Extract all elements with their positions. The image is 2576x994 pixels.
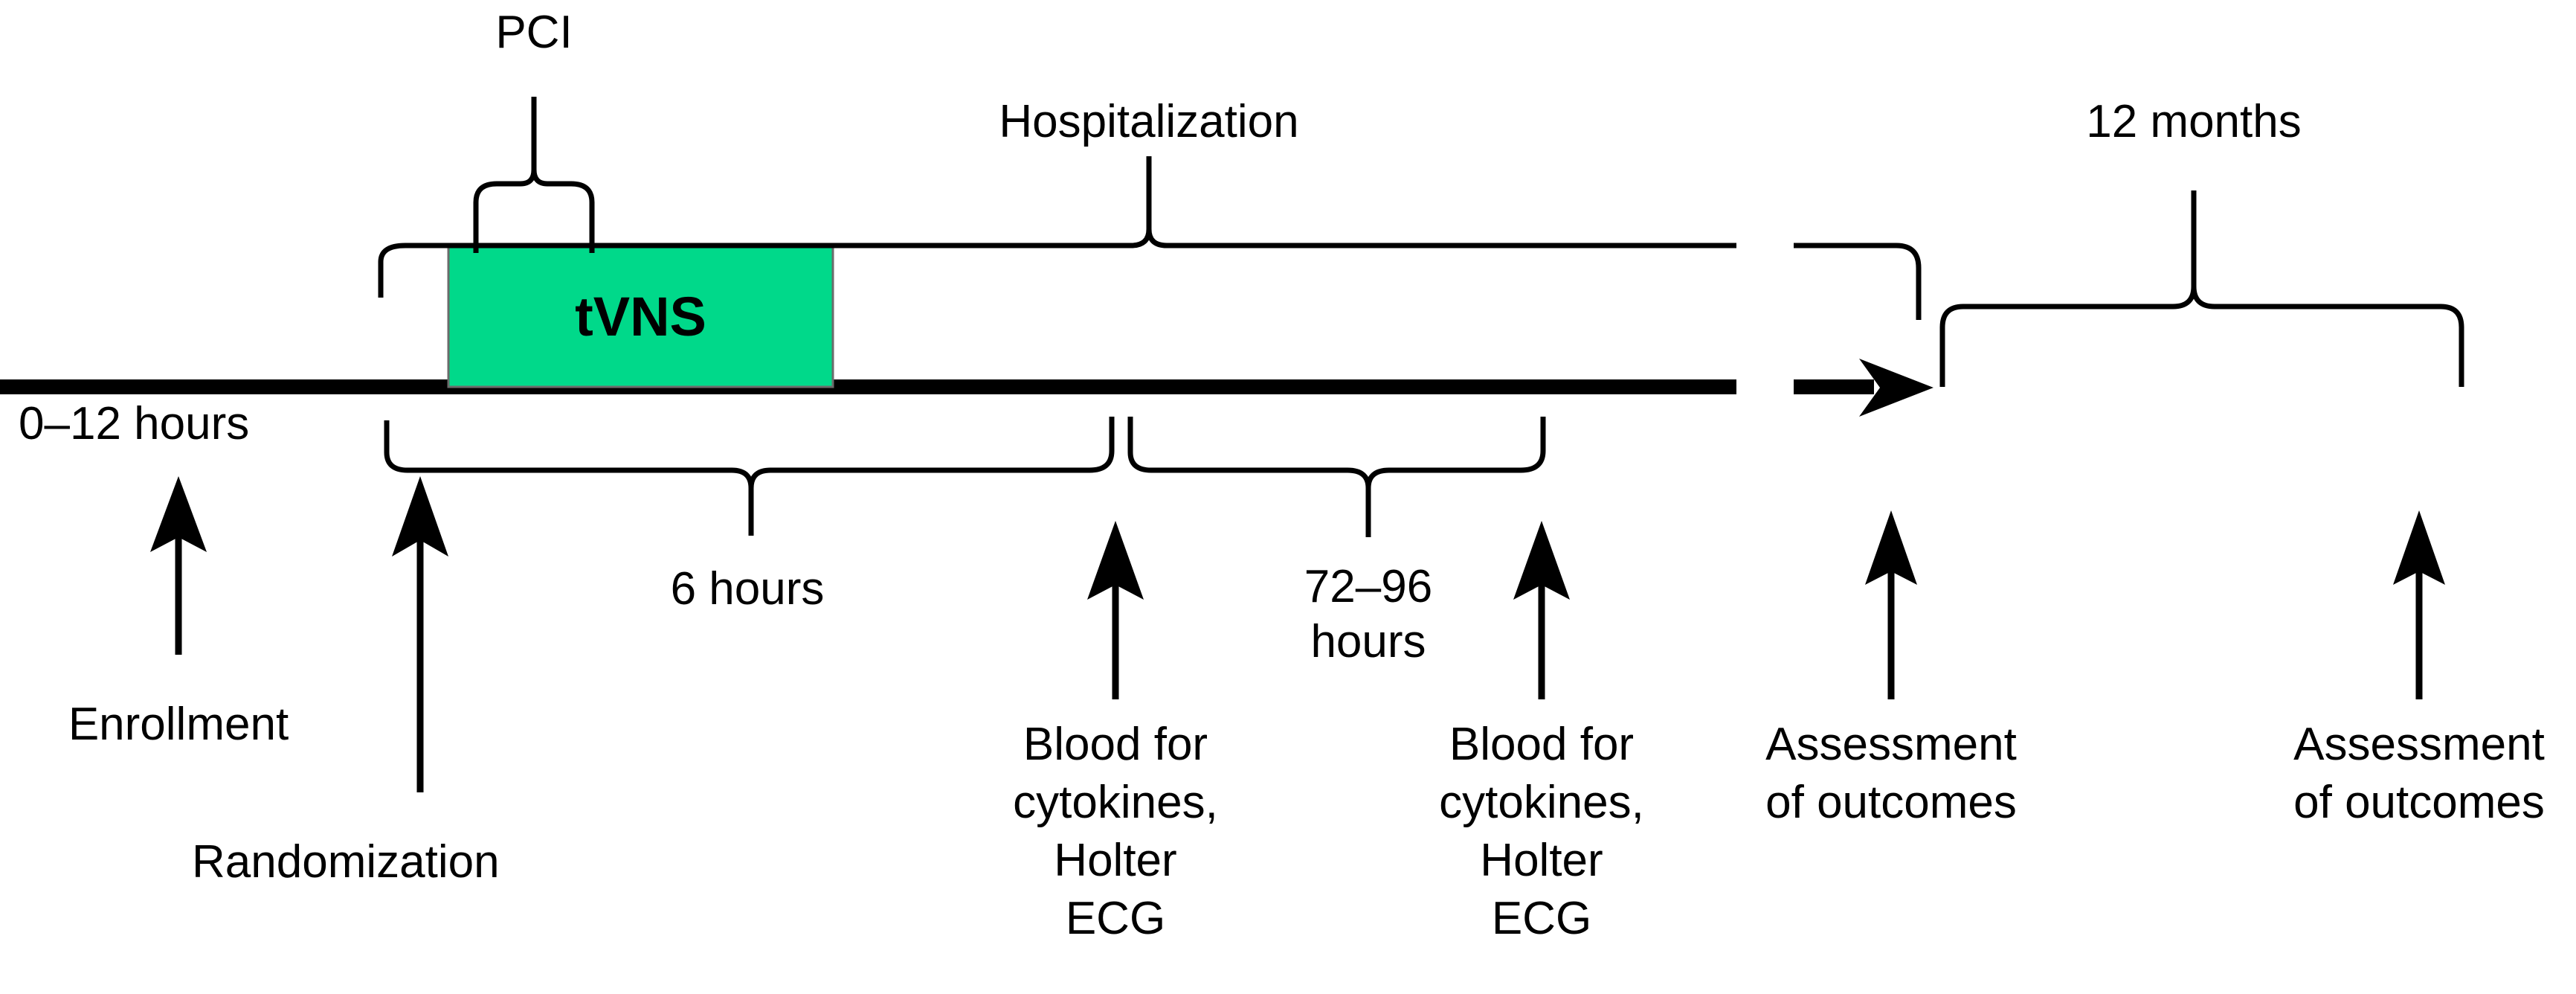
blood-draw-1-label: Blood for cytokines, Holter ECG — [1013, 716, 1218, 948]
randomization-line-1: Randomization — [192, 836, 500, 888]
assessment-2-line-1: Assessment — [2293, 719, 2545, 770]
pci-brace — [473, 97, 595, 253]
blood-draw-2-line-3: Holter — [1480, 835, 1603, 886]
randomization-arrow — [392, 476, 448, 792]
timeline-axis — [0, 359, 1933, 417]
seventy-two-ninety-six-hours-label: 72–96 hours — [1304, 559, 1432, 670]
assessment-2-arrow — [2393, 510, 2445, 699]
assessment-1-line-2: of outcomes — [1765, 777, 2017, 828]
blood-draw-1-line-4: ECG — [1065, 893, 1166, 944]
enrollment-line-1: Enrollment — [68, 699, 289, 750]
zero-twelve-hours-label: 0–12 hours — [19, 398, 250, 449]
seventy-two-ninety-six-hours-line-2: hours — [1310, 616, 1426, 667]
blood-draw-1-arrow — [1087, 521, 1144, 699]
blood-draw-2-line-4: ECG — [1491, 893, 1592, 944]
hospitalization-label: Hospitalization — [999, 96, 1299, 147]
hospitalization-brace — [378, 156, 1922, 320]
enrollment-label: Enrollment — [68, 696, 289, 754]
six-hours-label: 6 hours — [670, 563, 825, 615]
blood-draw-1-line-1: Blood for — [1023, 719, 1208, 770]
blood-draw-1-line-3: Holter — [1054, 835, 1177, 886]
blood-draw-2-arrow — [1513, 521, 1570, 699]
seventy-two-ninety-six-hours-brace — [1127, 417, 1546, 537]
enrollment-arrow — [150, 476, 207, 655]
assessment-2-line-2: of outcomes — [2293, 777, 2545, 828]
twelve-months-label: 12 months — [2086, 96, 2302, 147]
blood-draw-1-line-2: cytokines, — [1013, 777, 1218, 828]
seventy-two-ninety-six-hours-line-1: 72–96 — [1304, 561, 1433, 612]
blood-draw-2-label: Blood for cytokines, Holter ECG — [1439, 716, 1644, 948]
blood-draw-2-line-1: Blood for — [1449, 719, 1635, 770]
assessment-2-label: Assessment of outcomes — [2293, 716, 2545, 832]
blood-draw-2-line-2: cytokines, — [1439, 777, 1644, 828]
pci-label: PCI — [495, 7, 573, 58]
tvns-block — [447, 244, 834, 388]
assessment-1-label: Assessment of outcomes — [1765, 716, 2017, 832]
twelve-months-brace — [1939, 190, 2464, 387]
assessment-1-line-1: Assessment — [1765, 719, 2017, 770]
six-hours-brace — [384, 417, 1115, 536]
tvns-block-label: tVNS — [575, 285, 706, 347]
assessment-1-arrow — [1865, 510, 1917, 699]
randomization-label: Randomization — [192, 833, 500, 891]
